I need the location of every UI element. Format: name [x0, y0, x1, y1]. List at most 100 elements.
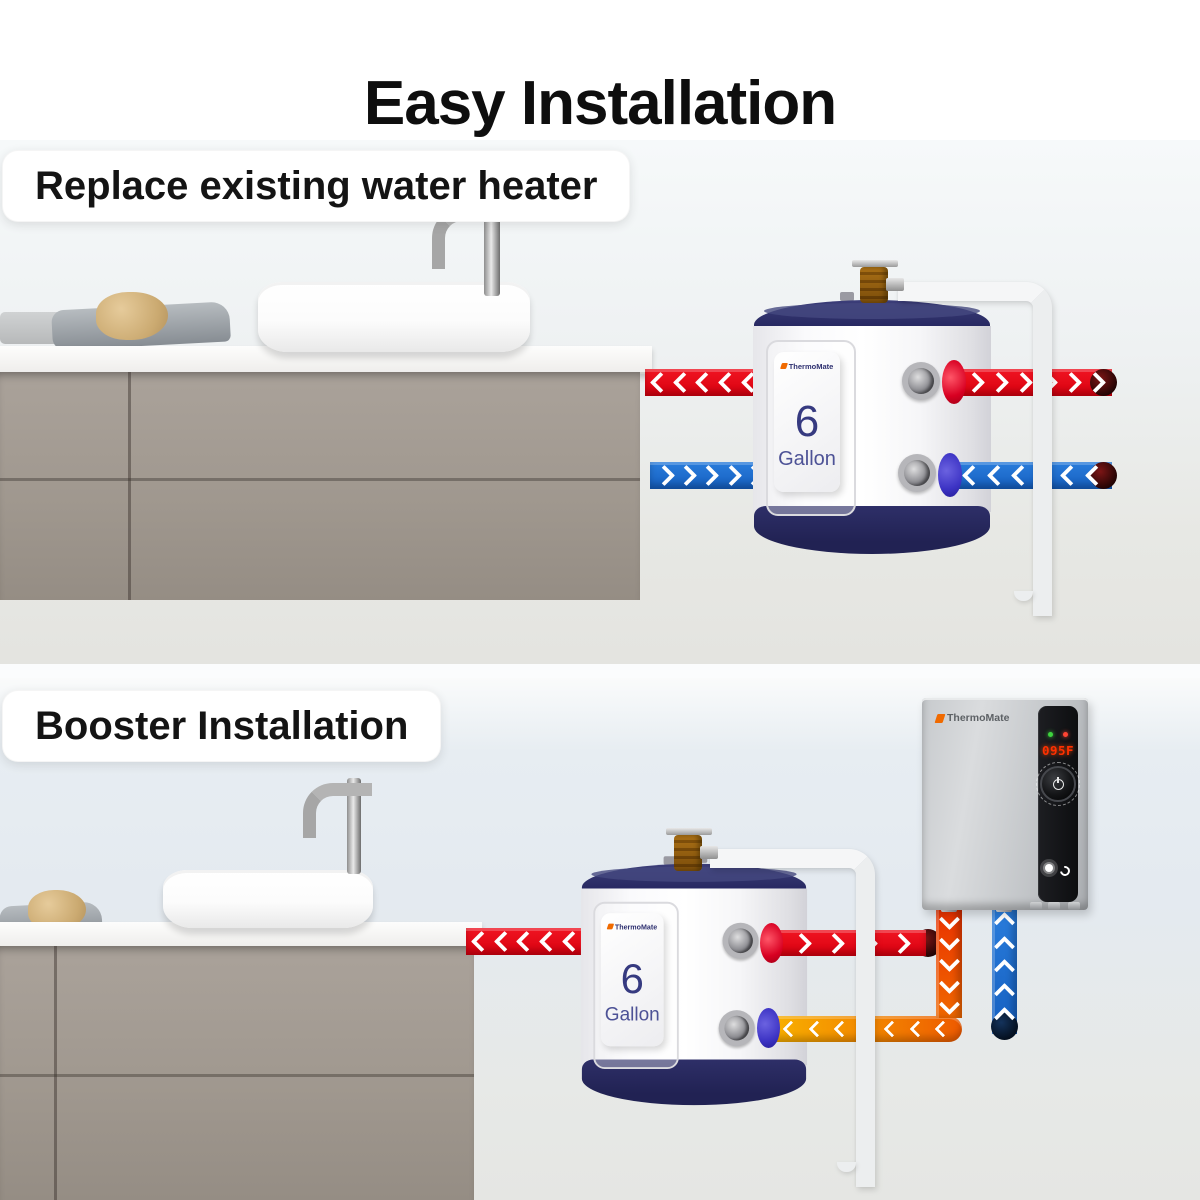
flow-chevron-up — [993, 983, 1016, 1005]
discharge-pipe-end — [837, 1162, 856, 1172]
pipe-end-cap — [1090, 369, 1117, 396]
pipe-end-cap — [991, 1013, 1018, 1040]
brand-flame-icon — [606, 923, 614, 930]
tank-brand: ThermoMate — [774, 362, 840, 371]
flow-chevron-left — [672, 371, 694, 394]
vessel-sink — [163, 870, 373, 928]
cycle-icon — [1058, 864, 1072, 878]
flow-chevron-right — [698, 464, 720, 487]
tank-label-panel: ThermoMate 6 Gallon — [774, 352, 840, 492]
flow-chevron-right — [1060, 371, 1082, 394]
scene-replace-existing: Replace existing water heater — [0, 140, 1200, 664]
cold-port-ring — [938, 453, 962, 497]
tank-brand: ThermoMate — [601, 923, 664, 931]
temperature-dial — [1036, 762, 1080, 806]
hot-outlet-port — [722, 922, 759, 959]
conduit-knockout — [1030, 902, 1042, 910]
caption-replace: Replace existing water heater — [2, 150, 631, 222]
page-title: Easy Installation — [363, 68, 837, 138]
valve-body — [860, 267, 888, 303]
cabinet-seam — [0, 1074, 474, 1077]
hot-port-ring — [760, 923, 783, 963]
pressure-relief-valve — [852, 258, 904, 306]
cold-supply-pipe-to-booster — [991, 906, 1018, 1040]
cold-inlet-port — [898, 454, 936, 492]
hot-water-pipe-to-sink — [466, 928, 588, 955]
flow-chevron-left — [934, 1020, 952, 1038]
sponge — [96, 292, 168, 340]
tank-capacity-number: 6 — [794, 397, 820, 446]
booster-hot-outlet-pipe — [936, 906, 962, 1018]
touch-icon — [1045, 864, 1053, 872]
heating-led — [1063, 732, 1068, 737]
brand-flame-icon — [934, 713, 946, 723]
flow-chevron-right — [889, 932, 912, 954]
flow-chevron-left — [539, 930, 561, 953]
flow-chevron-up — [993, 959, 1016, 981]
flow-chevron-left — [516, 930, 538, 953]
caption-booster-label: Booster Installation — [35, 703, 409, 748]
mini-tank-water-heater: ThermoMate 6 Gallon — [752, 290, 992, 554]
cabinet-seam — [54, 946, 57, 1200]
temperature-display: 095F — [1041, 743, 1075, 758]
conduit-knockout — [1048, 902, 1060, 910]
flow-chevron-down — [938, 972, 960, 994]
flow-chevron-down — [938, 930, 960, 952]
conduit-knockout — [1068, 902, 1080, 910]
hot-water-pipe-to-booster — [776, 930, 926, 956]
vanity-cabinet — [0, 372, 640, 600]
valve-outlet — [700, 846, 718, 859]
tank-top-fitting — [840, 292, 854, 301]
flow-chevron-left — [649, 371, 671, 394]
valve-lever — [852, 260, 898, 267]
pipe-end-cap — [1090, 462, 1117, 489]
flow-chevron-down — [938, 993, 960, 1015]
flow-chevron-left — [883, 1020, 901, 1038]
hot-outlet-port — [902, 362, 940, 400]
heater-control-panel: 095F — [1036, 706, 1080, 902]
flow-chevron-right — [654, 464, 676, 487]
flow-chevron-left — [1060, 464, 1082, 487]
flow-chevron-down — [938, 951, 960, 973]
scene-booster-installation: Booster Installation — [0, 678, 1200, 1200]
cabinet-seam — [128, 372, 131, 600]
cabinet-seam — [0, 478, 640, 481]
status-leds — [1038, 732, 1078, 737]
flow-chevron-down — [938, 909, 960, 931]
discharge-pipe-end — [1014, 591, 1033, 601]
caption-booster: Booster Installation — [2, 690, 442, 762]
tank-top-fitting — [663, 856, 677, 865]
tank-bottom-band — [581, 1059, 807, 1106]
power-icon — [1053, 777, 1064, 790]
flow-chevron-left — [718, 371, 740, 394]
valve-body — [674, 835, 702, 871]
tank-label-panel: ThermoMate 6 Gallon — [600, 913, 664, 1047]
flow-chevron-left — [470, 930, 492, 953]
hot-port-ring — [942, 360, 966, 404]
cold-inlet-port — [718, 1010, 755, 1047]
pressure-relief-valve — [666, 826, 718, 872]
valve-outlet — [886, 278, 904, 291]
flow-chevron-right — [676, 464, 698, 487]
heater-brand: ThermoMate — [934, 712, 1009, 724]
cold-port-ring — [757, 1008, 780, 1048]
caption-replace-label: Replace existing water heater — [35, 163, 598, 208]
tank-capacity-number: 6 — [620, 955, 644, 1003]
flow-chevron-left — [695, 371, 717, 394]
discharge-pipe — [898, 282, 1052, 616]
power-led — [1048, 732, 1053, 737]
tank-capacity-unit: Gallon — [778, 448, 836, 470]
tankless-booster-heater: ThermoMate 095F — [922, 698, 1088, 910]
tank-capacity-unit: Gallon — [604, 1004, 660, 1026]
hot-water-pipe-to-sink — [645, 369, 767, 396]
discharge-pipe — [710, 849, 875, 1187]
brand-flame-icon — [779, 363, 788, 369]
panel-divider — [0, 664, 1200, 678]
flow-chevron-left — [493, 930, 515, 953]
flow-chevron-up — [993, 935, 1016, 957]
valve-lever — [666, 828, 712, 835]
faucet-spout — [303, 783, 372, 838]
vanity-cabinet — [0, 946, 474, 1200]
mini-tank-water-heater: ThermoMate 6 Gallon — [580, 854, 808, 1106]
